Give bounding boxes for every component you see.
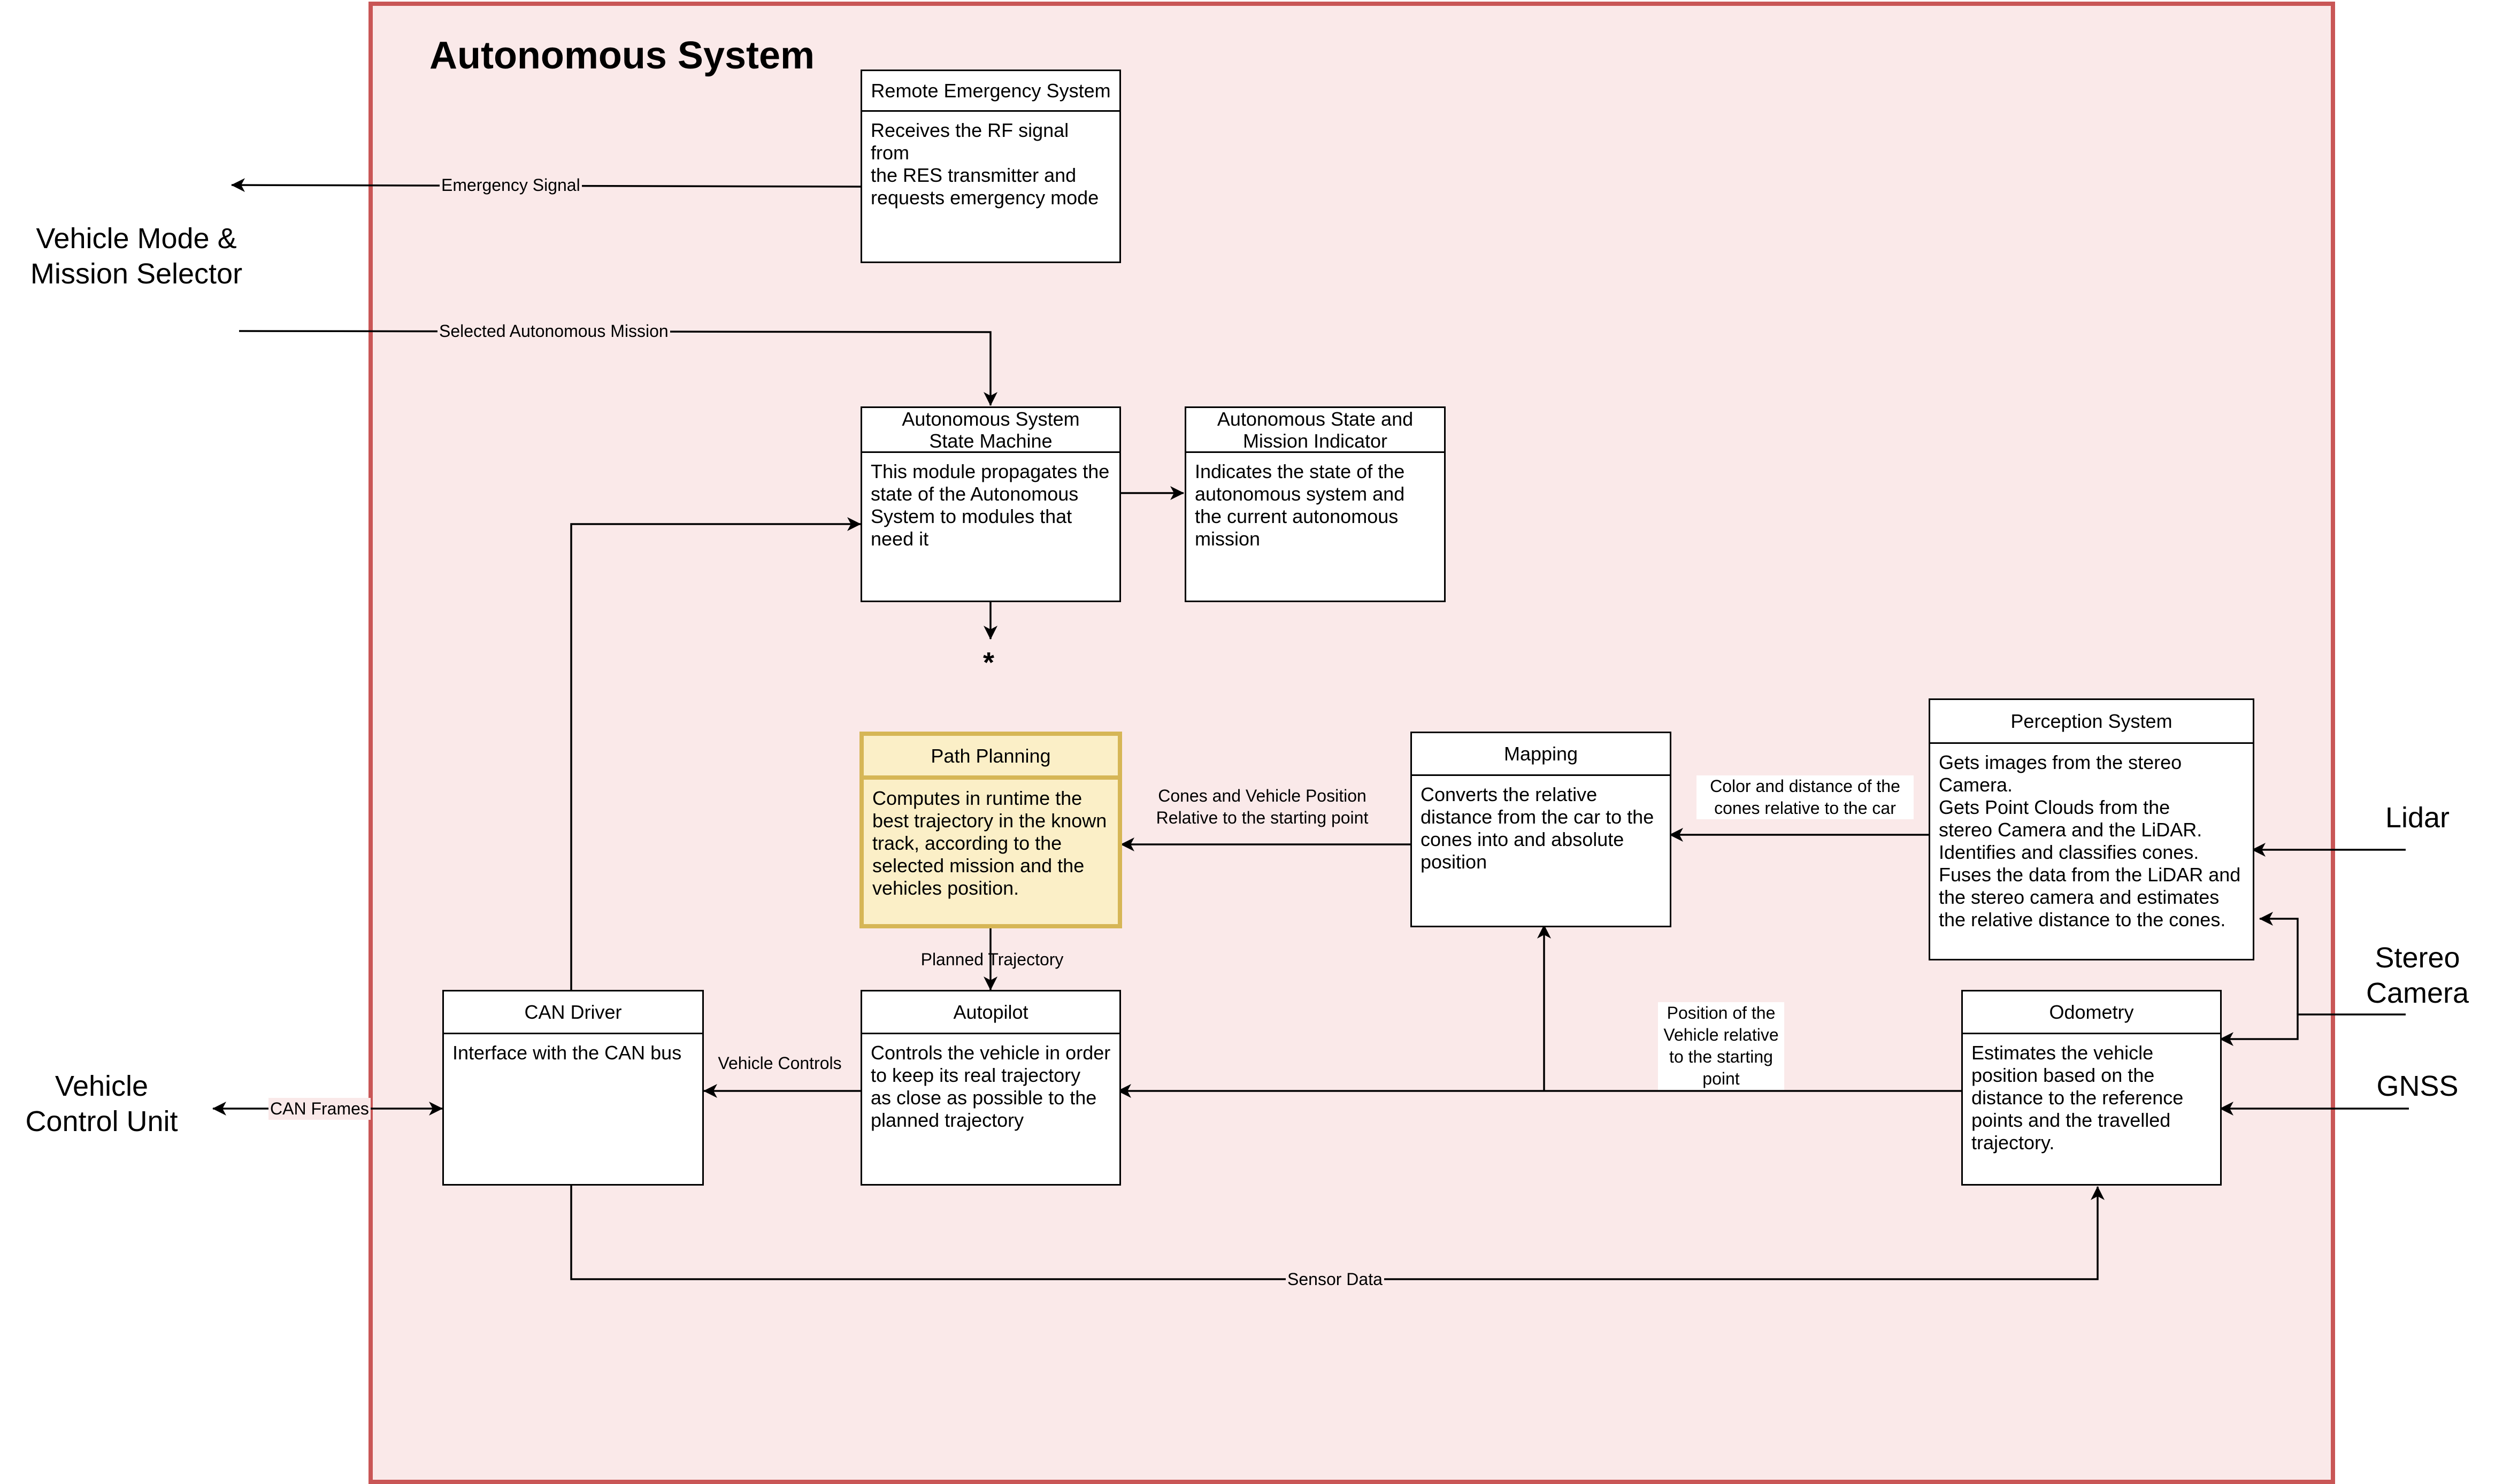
sensor-data-line [570,1185,2105,1280]
stereo-camera-sensor: Stereo Camera [2366,942,2469,1009]
sensor-data-label: Sensor Data [1286,1268,1384,1290]
system-title: Autonomous System [429,34,815,77]
block-description: Computes in runtime the best trajectory … [872,787,1107,899]
planned-trajectory-label: Planned Trajectory [920,950,1064,969]
path-planning-block: Path Planning Computes in runtime the be… [859,732,1122,928]
block-title: Autonomous System State Machine [862,408,1119,453]
can-to-asm-line [570,517,861,991]
vehicle-control-unit: Vehicle Control Unit [25,1070,178,1137]
block-description: Interface with the CAN bus [452,1042,682,1064]
block-title: Path Planning [864,736,1118,780]
color-distance-label: Color and distance of the cones relative… [1696,775,1914,819]
block-description: Indicates the state of the autonomous sy… [1195,460,1405,550]
stereo-to-perception-line [2259,912,2299,1014]
stereo-line [2220,1013,2406,1046]
block-title: Perception System [1930,700,2253,744]
block-description: Converts the relative distance from the … [1421,783,1654,873]
block-title: CAN Driver [444,991,702,1034]
block-description: Estimates the vehicle position based on … [1971,1042,2184,1154]
block-description: Gets images from the stereo Camera. Gets… [1939,751,2241,931]
can-driver-block: CAN Driver Interface with the CAN bus [442,990,704,1186]
block-title: Autonomous State and Mission Indicator [1186,408,1444,453]
block-description: Receives the RF signal from the RES tran… [871,119,1099,209]
perception-system-block: Perception System Gets images from the s… [1929,698,2254,960]
gnss-sensor: GNSS [2376,1070,2459,1102]
state-machine-block: Autonomous System State Machine This mod… [861,406,1121,602]
cones-vehicle-position-label: Cones and Vehicle Position Relative to t… [1156,786,1369,827]
emergency-signal-label: Emergency Signal [440,174,582,196]
mapping-block: Mapping Converts the relative distance f… [1410,732,1671,927]
odometry-block: Odometry Estimates the vehicle position … [1961,990,2222,1186]
position-label: Position of the Vehicle relative to the … [1658,1002,1784,1090]
block-title: Odometry [1963,991,2220,1034]
autopilot-block: Autopilot Controls the vehicle in order … [861,990,1121,1186]
block-description: Controls the vehicle in order to keep it… [871,1042,1111,1131]
vehicle-controls-label: Vehicle Controls [718,1054,842,1073]
can-frames-label: CAN Frames [268,1098,371,1120]
block-description: This module propagates the state of the … [871,460,1110,550]
lidar-sensor: Lidar [2385,802,2450,834]
block-title: Remote Emergency System [862,71,1119,112]
block-title: Mapping [1412,733,1670,776]
selected-mission-label: Selected Autonomous Mission [437,320,670,342]
state-mission-indicator-block: Autonomous State and Mission Indicator I… [1185,406,1446,602]
block-title: Autopilot [862,991,1119,1034]
vehicle-mode-mission-selector: Vehicle Mode & Mission Selector [30,222,243,290]
star-marker: * [983,647,995,679]
remote-emergency-system-block: Remote Emergency System Receives the RF … [861,70,1121,263]
